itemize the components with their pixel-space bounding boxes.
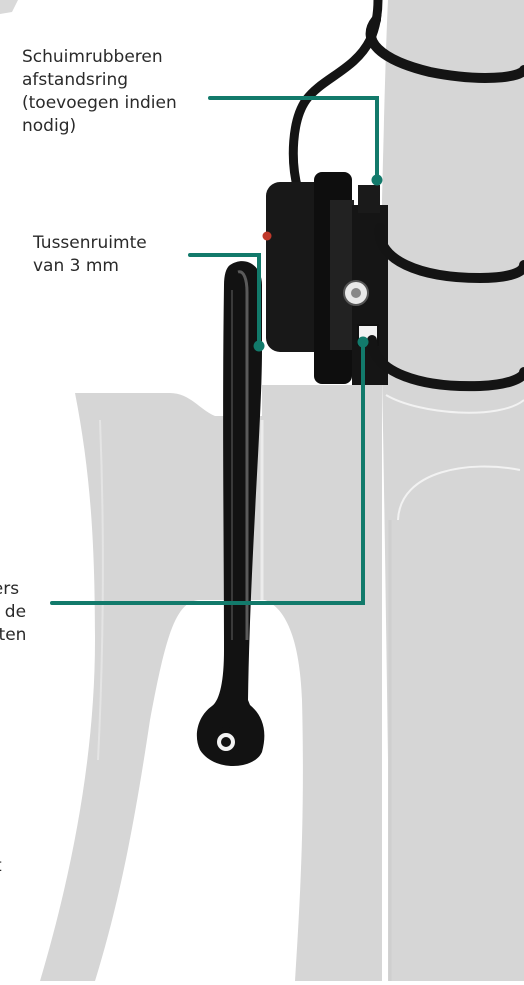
label-spacers: ders or de mten (0, 579, 27, 645)
frame-body (40, 385, 382, 981)
red-led-icon (262, 231, 272, 241)
leader-gap (188, 253, 261, 347)
frame-fragment-top (0, 0, 18, 14)
label-edge-fragment: t (0, 855, 2, 878)
zip-tie-middle (374, 223, 524, 284)
dot-spacers (357, 336, 369, 348)
tube-outline (385, 394, 524, 414)
sensor-cable (288, 0, 383, 195)
seat-tube (382, 0, 524, 981)
dot-foam-spacer (371, 174, 383, 186)
bolt-head-icon (343, 280, 369, 306)
label-gap: Tussenruimte van 3 mm (33, 233, 147, 276)
leader-dots (253, 174, 383, 352)
leader-foam-spacer (208, 96, 379, 182)
zip-tie-top (365, 15, 524, 83)
sensor-unit (262, 172, 388, 385)
zip-tie-lower (367, 335, 524, 392)
leader-lines (50, 96, 379, 605)
leader-spacers (50, 340, 365, 605)
frame-edge (97, 419, 104, 761)
zip-ties (365, 15, 524, 392)
label-foam-spacer: Schuimrubberen afstandsring (toevoegen i… (22, 47, 177, 136)
tube-outline-lower (397, 465, 521, 521)
dot-gap (253, 340, 265, 352)
derailleur-hanger (196, 261, 265, 766)
